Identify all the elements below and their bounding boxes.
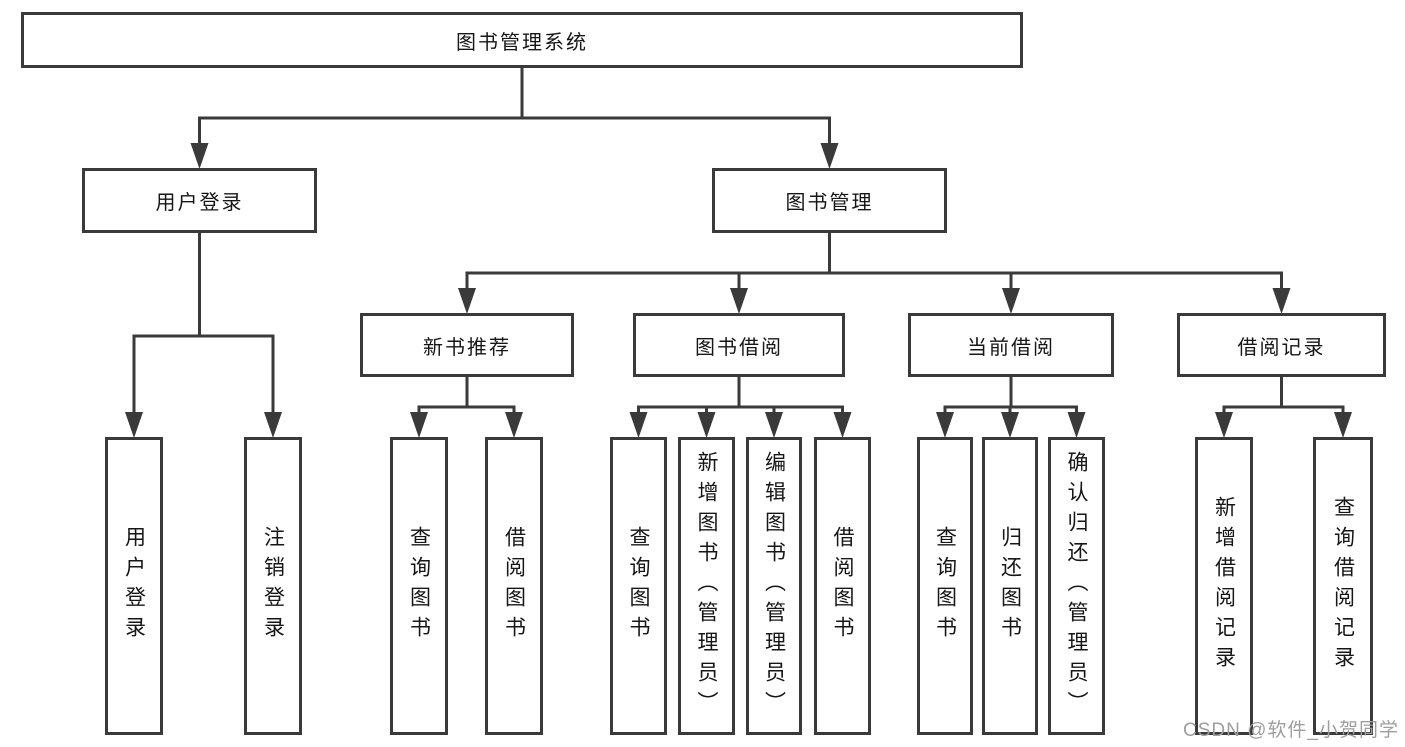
arrowhead-icon: [505, 412, 523, 438]
arrowhead-icon: [1215, 412, 1233, 438]
node-leaf-rec-query: 查询图书: [390, 437, 448, 735]
node-label: 确认归还（管理员）: [1065, 451, 1089, 721]
node-root: 图书管理系统: [21, 12, 1023, 68]
node-leaf-user-login: 用户登录: [105, 437, 163, 735]
arrowhead-icon: [629, 412, 648, 438]
watermark: CSDN @软件_小贺同学: [1183, 720, 1399, 741]
node-label: 图书管理: [785, 192, 874, 214]
arrowhead-icon: [1334, 412, 1352, 438]
node-book-borrow: 图书借阅: [633, 313, 845, 377]
node-current-borrow: 当前借阅: [908, 313, 1114, 377]
node-leaf-bb-query: 查询图书: [610, 437, 667, 735]
arrowhead-icon: [1067, 412, 1086, 438]
node-label: 借阅图书: [831, 526, 855, 646]
node-label: 归还图书: [998, 526, 1022, 646]
node-book-mgmt: 图书管理: [712, 168, 947, 233]
arrowhead-icon: [820, 143, 839, 169]
arrowhead-icon: [1002, 288, 1020, 314]
arrowhead-icon: [765, 412, 783, 438]
node-label: 图书管理系统: [456, 31, 588, 54]
node-label: 借阅记录: [1237, 336, 1326, 359]
node-label: 查询借阅记录: [1331, 496, 1355, 676]
node-leaf-bb-edit: 编辑图书（管理员）: [746, 437, 802, 735]
node-borrow-records: 借阅记录: [1177, 313, 1386, 377]
node-user-login: 用户登录: [82, 168, 317, 233]
node-label: 借阅图书: [502, 526, 526, 646]
node-label: 用户登录: [155, 192, 244, 214]
node-label: 新书推荐: [423, 336, 511, 359]
node-label: 查询图书: [627, 526, 651, 646]
node-label: 注销登录: [261, 526, 285, 646]
node-label: 编辑图书（管理员）: [762, 451, 786, 721]
node-leaf-rec-borrow: 借阅图书: [485, 437, 543, 735]
arrowhead-icon: [1001, 412, 1019, 438]
arrowhead-icon: [125, 412, 143, 438]
arrowhead-icon: [936, 412, 954, 438]
node-label: 新增借阅记录: [1212, 496, 1236, 676]
node-leaf-br-query: 查询借阅记录: [1313, 437, 1373, 735]
node-label: 图书借阅: [695, 336, 783, 359]
arrowhead-icon: [458, 288, 476, 314]
node-label: 新增图书（管理员）: [695, 451, 719, 721]
arrowhead-icon: [190, 143, 209, 169]
arrowhead-icon: [697, 412, 716, 438]
node-label: 当前借阅: [967, 336, 1055, 359]
node-new-books: 新书推荐: [360, 313, 574, 377]
arrowhead-icon: [833, 412, 852, 438]
arrowhead-icon: [1272, 288, 1291, 314]
node-leaf-logout: 注销登录: [244, 437, 302, 735]
node-leaf-cb-confirm: 确认归还（管理员）: [1048, 437, 1105, 735]
node-leaf-bb-borrow: 借阅图书: [814, 437, 871, 735]
node-leaf-bb-add: 新增图书（管理员）: [678, 437, 735, 735]
node-leaf-cb-query: 查询图书: [917, 437, 973, 735]
node-leaf-cb-return: 归还图书: [982, 437, 1038, 735]
node-label: 查询图书: [407, 526, 431, 646]
node-label: 查询图书: [933, 526, 957, 646]
arrowhead-icon: [264, 412, 282, 438]
node-leaf-br-add: 新增借阅记录: [1195, 437, 1253, 735]
node-label: 用户登录: [122, 526, 146, 646]
arrowhead-icon: [410, 412, 428, 438]
arrowhead-icon: [730, 288, 748, 314]
